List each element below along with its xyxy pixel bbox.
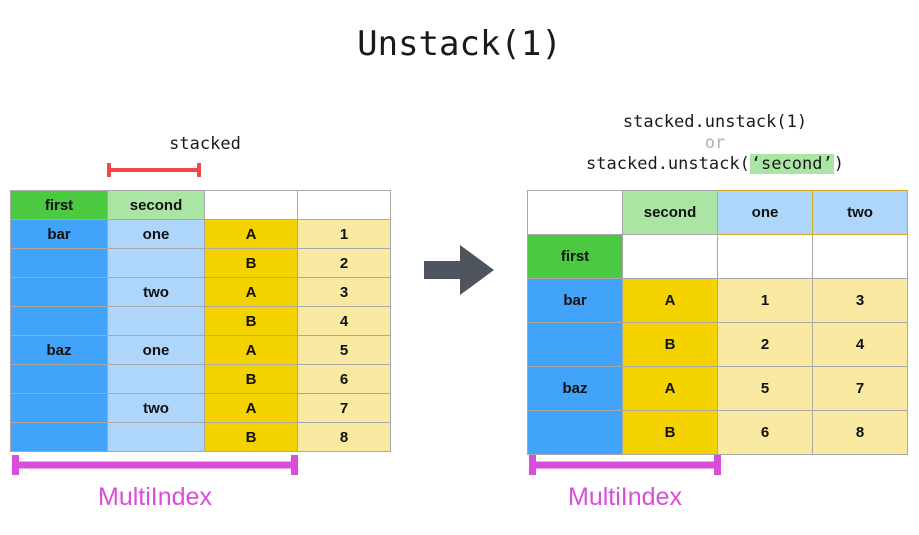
cell-ab: B	[622, 322, 718, 367]
page-title: Unstack(1)	[357, 24, 562, 64]
left-table-caption: stacked	[169, 134, 241, 154]
cell-ab: A	[204, 277, 298, 307]
cell-first: baz	[527, 366, 623, 411]
table-row: baz one A 5	[10, 335, 391, 365]
table-header-row-1: second one two	[527, 190, 908, 235]
magenta-bracket-right-cap	[291, 455, 298, 475]
magenta-bracket-bar	[12, 461, 298, 469]
cell-value: 4	[297, 306, 391, 336]
cell-ab: A	[204, 335, 298, 365]
header-cell-corner	[527, 190, 623, 235]
cell-second: two	[107, 393, 205, 423]
table-row: B 6 8	[527, 410, 908, 455]
header-cell-blank-3	[812, 234, 908, 279]
cell-value-one: 5	[717, 366, 813, 411]
table-row: B 8	[10, 422, 391, 452]
cell-second: two	[107, 277, 205, 307]
left-multiindex-label: MultiIndex	[98, 483, 212, 511]
cell-ab: A	[622, 366, 718, 411]
code-line-or: or	[704, 133, 726, 153]
right-multiindex-bracket	[529, 455, 721, 475]
table-row: bar one A 1	[10, 219, 391, 249]
header-cell-ab	[204, 190, 298, 220]
cell-second	[107, 364, 205, 394]
unstacked-table: second one two first bar A 1 3 B 2 4 baz…	[527, 190, 908, 455]
cell-first	[527, 322, 623, 367]
cell-value-two: 8	[812, 410, 908, 455]
table-row: bar A 1 3	[527, 278, 908, 323]
magenta-bracket-right-cap	[714, 455, 721, 475]
red-bracket-bar	[107, 168, 201, 172]
table-row: B 2	[10, 248, 391, 278]
header-cell-two: two	[812, 190, 908, 235]
cell-value: 8	[297, 422, 391, 452]
table-row: B 2 4	[527, 322, 908, 367]
header-cell-second: second	[107, 190, 205, 220]
code-line-unstack-second: stacked.unstack(‘second’)	[527, 154, 903, 175]
cell-value-one: 2	[717, 322, 813, 367]
cell-value: 2	[297, 248, 391, 278]
stacked-table: first second bar one A 1 B 2 two A 3 B	[10, 190, 391, 452]
right-multiindex-label: MultiIndex	[568, 483, 682, 511]
cell-ab: B	[622, 410, 718, 455]
header-cell-value	[297, 190, 391, 220]
header-cell-first: first	[10, 190, 108, 220]
cell-value-two: 7	[812, 366, 908, 411]
cell-first	[10, 248, 108, 278]
second-level-red-bracket	[107, 163, 201, 177]
cell-value: 6	[297, 364, 391, 394]
cell-second: one	[107, 219, 205, 249]
red-bracket-right-cap	[197, 163, 201, 177]
arrow-right-icon	[424, 245, 494, 295]
table-row: two A 7	[10, 393, 391, 423]
cell-second: one	[107, 335, 205, 365]
cell-second	[107, 248, 205, 278]
table-row: B 4	[10, 306, 391, 336]
cell-first	[10, 306, 108, 336]
cell-first	[10, 422, 108, 452]
code-prefix: stacked.unstack(	[586, 154, 750, 174]
header-cell-second: second	[622, 190, 718, 235]
cell-value: 3	[297, 277, 391, 307]
cell-value: 5	[297, 335, 391, 365]
cell-first	[10, 393, 108, 423]
cell-first	[10, 277, 108, 307]
left-multiindex-bracket	[12, 455, 298, 475]
cell-second	[107, 422, 205, 452]
header-cell-blank-2	[717, 234, 813, 279]
cell-second	[107, 306, 205, 336]
cell-first: bar	[527, 278, 623, 323]
cell-value-two: 4	[812, 322, 908, 367]
table-row: baz A 5 7	[527, 366, 908, 411]
cell-ab: B	[204, 364, 298, 394]
cell-ab: B	[204, 306, 298, 336]
magenta-bracket-bar	[529, 461, 721, 469]
cell-ab: A	[622, 278, 718, 323]
cell-value-one: 6	[717, 410, 813, 455]
cell-first: bar	[10, 219, 108, 249]
cell-ab: B	[204, 422, 298, 452]
table-header-row: first second	[10, 190, 391, 220]
cell-first: baz	[10, 335, 108, 365]
right-table-caption: stacked.unstack(1) or stacked.unstack(‘s…	[527, 112, 903, 175]
code-line-unstack-1: stacked.unstack(1)	[622, 112, 808, 132]
table-row: two A 3	[10, 277, 391, 307]
table-header-row-2: first	[527, 234, 908, 279]
cell-ab: A	[204, 219, 298, 249]
cell-value-one: 1	[717, 278, 813, 323]
cell-first	[527, 410, 623, 455]
cell-first	[10, 364, 108, 394]
table-row: B 6	[10, 364, 391, 394]
cell-value: 7	[297, 393, 391, 423]
code-highlight-second: ‘second’	[749, 154, 834, 174]
cell-ab: A	[204, 393, 298, 423]
header-cell-one: one	[717, 190, 813, 235]
code-suffix: )	[833, 154, 844, 174]
header-cell-blank-1	[622, 234, 718, 279]
cell-value: 1	[297, 219, 391, 249]
header-cell-first: first	[527, 234, 623, 279]
cell-value-two: 3	[812, 278, 908, 323]
cell-ab: B	[204, 248, 298, 278]
